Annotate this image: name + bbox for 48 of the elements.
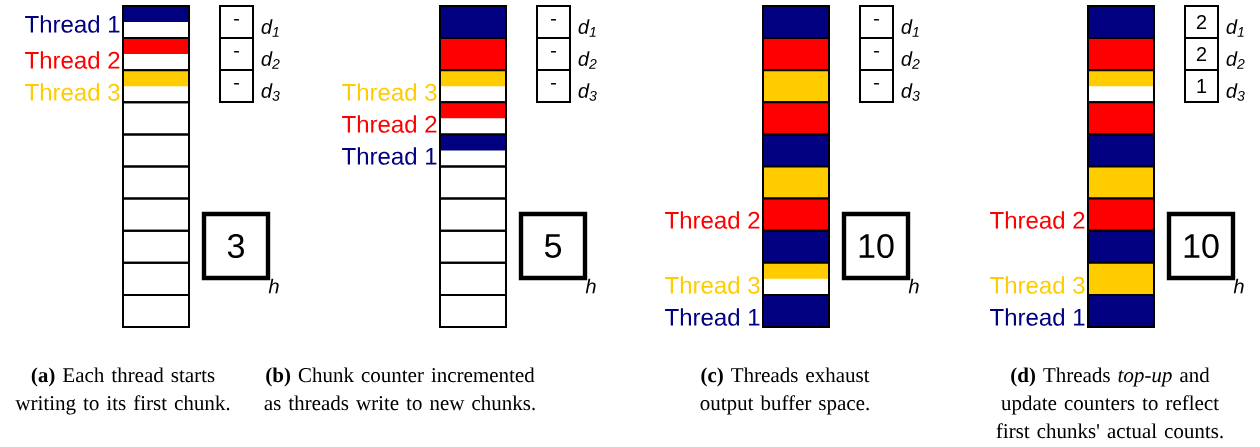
counter-cell: - (219, 5, 254, 39)
variable-label: d$_{2}$ (1226, 51, 1245, 69)
counter-cell: - (536, 5, 571, 39)
thread-label: Thread 1 (342, 147, 437, 165)
counter-cell: - (536, 69, 571, 103)
thread-label: Thread 2 (342, 115, 437, 133)
variable-label: h (908, 278, 919, 294)
variable-label: d$_{1}$ (901, 19, 919, 37)
variable-label: h (1233, 278, 1244, 294)
subfigure-caption: (c) Threads exhaust output buffer space. (700, 367, 870, 415)
counter-box: 10 (841, 211, 911, 281)
variable-label: h (268, 278, 279, 294)
counter-box: 3 (201, 211, 271, 281)
variable-label: d$_{2}$ (578, 51, 597, 69)
counter-cell: - (859, 69, 894, 103)
counter-cell: - (219, 37, 254, 71)
thread-label: Thread 3 (25, 83, 120, 101)
thread-label: Thread 2 (990, 211, 1085, 229)
counter-cell: - (536, 37, 571, 71)
counter-cell: - (859, 37, 894, 71)
variable-label: d$_{3}$ (578, 83, 597, 101)
thread-label: Thread 2 (25, 51, 120, 69)
thread-label: Thread 2 (665, 211, 760, 229)
subfigure-caption: (d) Threads top-up and update counters to reflect first chunks' actual counts. (996, 367, 1223, 439)
thread-label: Thread 1 (990, 308, 1085, 326)
subfigure-caption: (a) Each thread starts writing to its first chunk. (15, 367, 230, 415)
variable-label: h (585, 278, 596, 294)
thread-label: Thread 1 (665, 308, 760, 326)
variable-label: d$_{3}$ (901, 83, 920, 101)
counter-cell: 2 (1184, 37, 1219, 71)
variable-label: d$_{1}$ (261, 19, 279, 37)
variable-label: d$_{3}$ (1226, 83, 1245, 101)
variable-label: d$_{2}$ (261, 51, 280, 69)
counter-cell: 1 (1184, 69, 1219, 103)
thread-label: Thread 3 (990, 276, 1085, 294)
variable-label: d$_{2}$ (901, 51, 920, 69)
thread-label: Thread 3 (342, 83, 437, 101)
thread-label: Thread 1 (25, 15, 120, 33)
thread-label: Thread 3 (665, 276, 760, 294)
counter-box: 5 (518, 211, 588, 281)
variable-label: d$_{3}$ (261, 83, 280, 101)
counter-cell: - (859, 5, 894, 39)
variable-label: d$_{1}$ (578, 19, 596, 37)
counter-cell: 2 (1184, 5, 1219, 39)
variable-label: d$_{1}$ (1226, 19, 1244, 37)
counter-cell: - (219, 69, 254, 103)
subfigure-caption: (b) Chunk counter incremented as threads write to new chunks. (264, 367, 535, 411)
counter-box: 10 (1166, 211, 1236, 281)
